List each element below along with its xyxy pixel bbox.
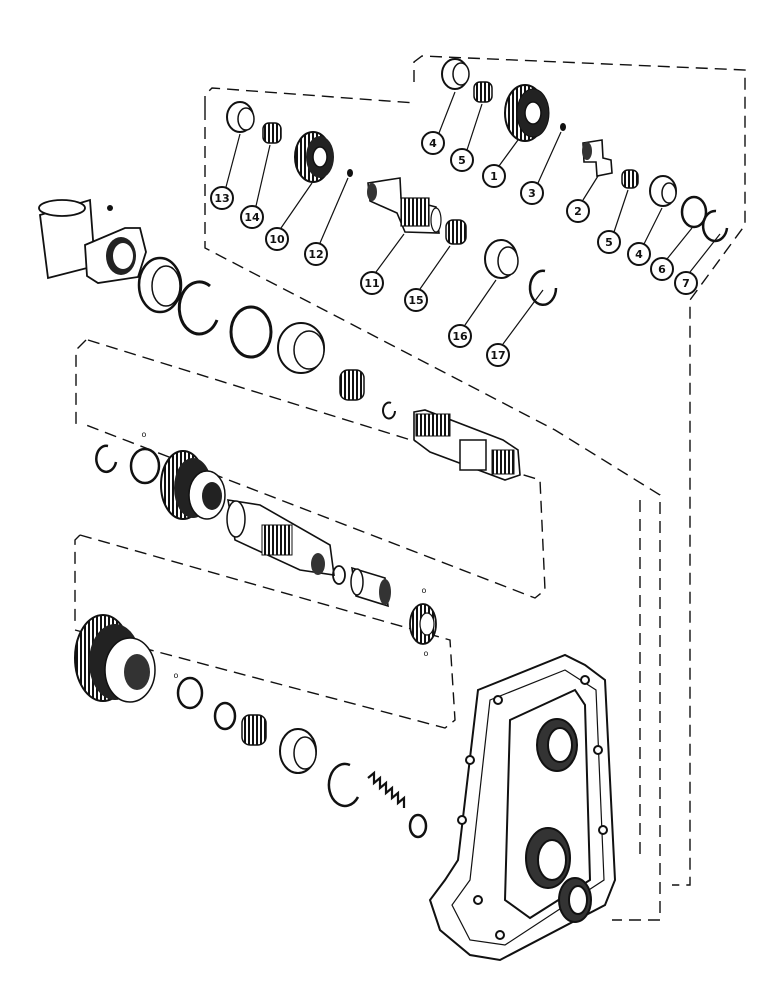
small-gear-right: o o	[409, 586, 437, 658]
sleeve	[350, 566, 391, 608]
svg-text:2: 2	[574, 205, 582, 218]
svg-text:4: 4	[635, 248, 643, 261]
key-3	[560, 123, 566, 131]
callout-5-right: 5	[597, 230, 621, 254]
svg-text:1: 1	[490, 170, 498, 183]
svg-text:5: 5	[605, 236, 613, 249]
svg-text:o: o	[142, 430, 147, 439]
shaft-gear-11	[367, 177, 442, 234]
shim-large	[229, 305, 273, 359]
callouts: 4 5 1 3 2 5 4 6	[210, 131, 698, 367]
svg-text:17: 17	[490, 349, 505, 362]
snap-ring-17	[528, 269, 558, 307]
shim-lower-1: o	[174, 671, 204, 710]
callout-10: 10	[265, 227, 289, 251]
snap-ring-7	[701, 209, 729, 243]
svg-text:10: 10	[269, 233, 285, 246]
spring	[367, 770, 406, 808]
svg-text:14: 14	[244, 211, 260, 224]
roller-bearing-14	[262, 122, 282, 144]
bearing-cup-4-top	[441, 58, 470, 90]
svg-text:o: o	[424, 649, 429, 658]
callout-13: 13	[210, 186, 234, 210]
svg-text:6: 6	[658, 263, 666, 276]
svg-text:16: 16	[452, 330, 468, 343]
leader-lines	[225, 91, 721, 345]
snap-ring-lower-large	[327, 762, 360, 808]
bearing-cup-16	[484, 239, 519, 279]
gearbox-housing	[428, 653, 617, 962]
svg-text:4: 4	[429, 137, 437, 150]
bearing-cup-4-right	[649, 175, 677, 207]
callout-3: 3	[520, 181, 544, 205]
svg-text:7: 7	[682, 277, 690, 290]
svg-text:11: 11	[364, 277, 379, 290]
svg-text:3: 3	[528, 187, 536, 200]
small-snap-ring	[382, 401, 396, 420]
svg-text:o: o	[422, 586, 427, 595]
roller-bearing-lower	[241, 714, 267, 746]
shim-6	[680, 195, 708, 229]
input-shaft	[413, 409, 521, 481]
callout-16: 16	[448, 324, 472, 348]
svg-text:13: 13	[214, 192, 229, 205]
callout-6: 6	[650, 257, 674, 281]
countershaft	[226, 499, 335, 576]
callout-4-top: 4	[421, 131, 445, 155]
callout-1: 1	[482, 164, 506, 188]
small-washer-lower	[408, 813, 428, 839]
callout-14: 14	[240, 205, 264, 229]
dashed-group-lines	[74, 55, 746, 921]
callout-11: 11	[360, 271, 384, 295]
svg-text:5: 5	[458, 154, 466, 167]
callout-4-right: 4	[627, 242, 651, 266]
snap-ring-mid-left	[95, 444, 118, 474]
roller-bearing-5-top	[473, 81, 493, 103]
bearing-cup-13	[226, 101, 255, 133]
svg-text:12: 12	[308, 248, 323, 261]
bearing-cup-large	[277, 322, 325, 374]
callout-2: 2	[566, 199, 590, 223]
key-12	[347, 169, 353, 177]
gear-1	[504, 84, 550, 142]
seal	[137, 256, 183, 314]
svg-text:o: o	[174, 671, 179, 680]
callout-15: 15	[404, 288, 428, 312]
roller-bearing-15	[445, 219, 467, 245]
cluster-gear	[160, 450, 226, 520]
snap-ring-lower	[213, 701, 237, 731]
callout-17: 17	[486, 343, 510, 367]
gear-10	[294, 131, 334, 183]
callout-7: 7	[674, 271, 698, 295]
snap-ring-large	[177, 280, 219, 336]
svg-text:15: 15	[408, 294, 423, 307]
callout-5-top: 5	[450, 148, 474, 172]
large-gear-lower	[74, 614, 156, 703]
shim-mid-left: o	[129, 430, 161, 485]
shaft-2	[582, 139, 613, 177]
callout-12: 12	[304, 242, 328, 266]
o-ring	[332, 565, 346, 585]
roller-bearing-5-right	[621, 169, 639, 189]
bearing-cup-lower	[279, 728, 317, 774]
output-tube-housing	[38, 198, 147, 284]
roller-bearing-mid	[339, 369, 365, 401]
